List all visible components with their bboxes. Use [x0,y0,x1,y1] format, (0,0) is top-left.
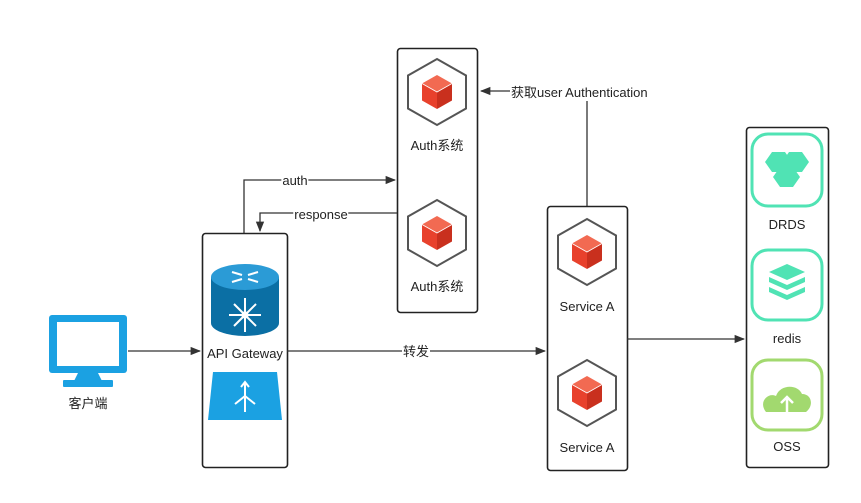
service-bottom-cube-icon [557,359,617,427]
oss-label: OSS [773,439,801,454]
drds-icon [750,132,824,208]
edge-label-auth: auth [281,173,309,189]
storage-box [745,126,830,469]
client-label: 客户端 [68,396,108,411]
edge-label-get-user: 获取user Authentication [510,85,649,101]
gateway-label: API Gateway [207,346,283,361]
redis-icon [750,248,824,322]
redis-label: redis [772,331,802,346]
auth-top-cube-icon [407,58,467,126]
edge-gateway-auth [243,175,397,233]
auth-bottom-label: Auth系统 [410,279,464,294]
edge-auth-response [255,212,397,233]
service-top-label: Service A [559,299,615,314]
drds-label: DRDS [768,217,806,232]
monitor-icon [49,315,127,387]
auth-box [396,47,479,314]
auth-bottom-cube-icon [407,199,467,267]
service-bottom-label: Service A [559,440,615,455]
auth-top-label: Auth系统 [410,138,464,153]
service-top-cube-icon [557,218,617,286]
load-balancer-icon [208,372,282,420]
edge-label-response: response [293,207,349,223]
router-icon [211,264,279,336]
oss-icon [750,358,824,432]
edge-service-get-user [479,86,588,206]
edge-label-forward: 转发 [401,344,431,360]
